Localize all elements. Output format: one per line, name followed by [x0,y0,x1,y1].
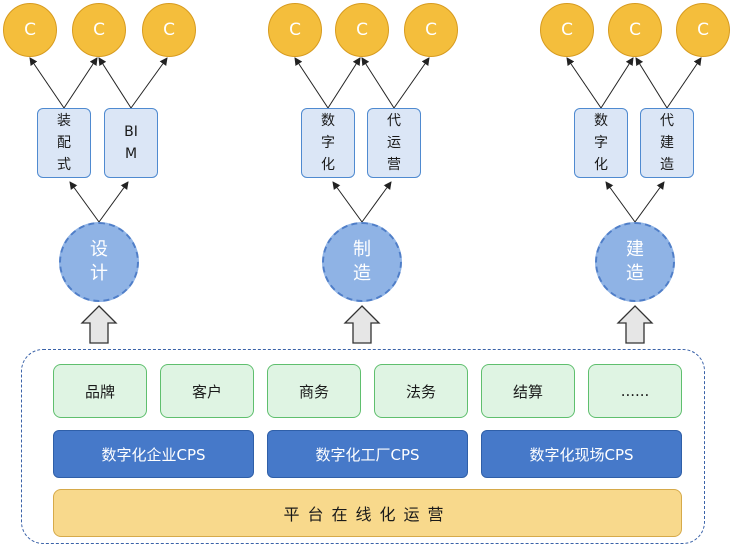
sub-box-label: 代建造 [660,113,674,173]
c-node: C [608,3,662,57]
module-box: 客户 [160,364,254,418]
operation-label: 平台在线化运营 [283,505,452,524]
cps-label: 数字化工厂CPS [315,445,420,464]
c-node-label: C [289,20,301,40]
sub-box: BIM [104,108,158,178]
module-box: 结算 [481,364,575,418]
c-node-label: C [24,20,36,40]
hub-label: 设计 [90,239,108,284]
module-label: 法务 [405,382,436,401]
sub-box: 装配式 [37,108,91,178]
sub-box-label: 装配式 [57,113,71,173]
sub-box: 数字化 [574,108,628,178]
c-node: C [540,3,594,57]
module-label: ...... [620,382,650,400]
sub-box-label: 数字化 [594,113,608,173]
c-node-label: C [561,20,573,40]
cps-box: 数字化工厂CPS [267,430,468,478]
c-node: C [72,3,126,57]
c-node-label: C [356,20,368,40]
c-node-label: C [163,20,175,40]
module-label: 品牌 [84,382,115,401]
hub-node: 制造 [322,222,402,302]
sub-box: 代运营 [367,108,421,178]
sub-box: 数字化 [301,108,355,178]
c-node: C [268,3,322,57]
hub-node: 设计 [59,222,139,302]
c-node-label: C [629,20,641,40]
hub-label: 建造 [626,239,644,284]
c-node: C [676,3,730,57]
module-box: 品牌 [53,364,147,418]
cps-box: 数字化企业CPS [53,430,254,478]
cps-label: 数字化现场CPS [529,445,634,464]
up-arrow-icon [80,305,118,344]
module-label: 结算 [512,382,543,401]
sub-box-label: 数字化 [321,113,335,173]
hub-node: 建造 [595,222,675,302]
up-arrow-icon [616,305,654,344]
platform-container [21,349,705,544]
cps-label: 数字化企业CPS [101,445,206,464]
c-node: C [404,3,458,57]
c-node-label: C [93,20,105,40]
hub-label: 制造 [353,239,371,284]
c-node: C [142,3,196,57]
module-box: 商务 [267,364,361,418]
c-node-label: C [697,20,709,40]
module-label: 客户 [191,382,222,401]
sub-box: 代建造 [640,108,694,178]
module-label: 商务 [298,382,329,401]
cps-box: 数字化现场CPS [481,430,682,478]
c-node: C [335,3,389,57]
c-node-label: C [425,20,437,40]
sub-box-label: BIM [124,124,138,162]
platform-operation-bar: 平台在线化运营 [53,489,682,537]
module-box: ...... [588,364,682,418]
up-arrow-icon [343,305,381,344]
module-box: 法务 [374,364,468,418]
c-node: C [3,3,57,57]
sub-box-label: 代运营 [387,113,401,173]
